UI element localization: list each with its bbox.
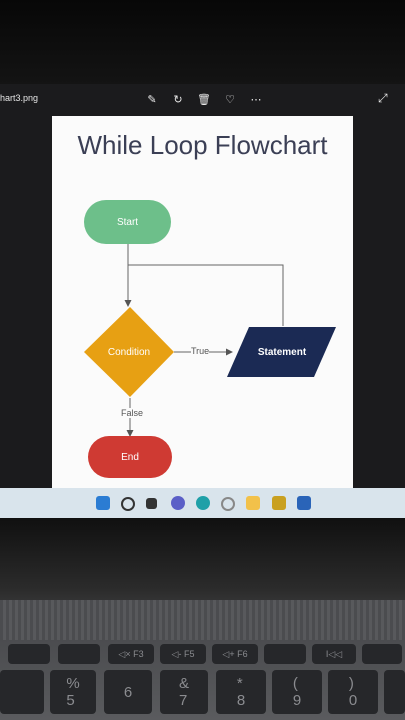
condition-node: Condition — [107, 346, 151, 358]
favorite-icon[interactable]: ♡ — [225, 93, 235, 106]
more-icon[interactable]: ⋯ — [250, 93, 262, 106]
search-icon[interactable] — [121, 497, 135, 511]
key-fn: I◁◁ — [312, 644, 356, 664]
rotate-icon[interactable]: ↻ — [173, 93, 183, 106]
false-label: False — [121, 408, 144, 418]
store-icon[interactable] — [272, 496, 286, 510]
windows-icon[interactable] — [96, 496, 110, 510]
start-node: Start — [116, 216, 139, 228]
condition-node-shape — [84, 307, 174, 397]
edge-loop-back — [128, 264, 284, 326]
delete-icon[interactable]: 🗑 — [197, 93, 211, 106]
key-number — [384, 670, 405, 714]
flowchart-title: While Loop Flowchart — [77, 130, 328, 160]
true-label: True — [191, 346, 210, 356]
key-fn — [264, 644, 306, 664]
image-canvas: While Loop Flowchart Start Condition Sta… — [52, 116, 353, 488]
key-8: * 8 — [216, 670, 266, 714]
key-f5: ◁- F5 — [160, 644, 206, 664]
end-node: End — [121, 451, 139, 463]
key-f3: ◁× F3 — [108, 644, 154, 664]
end-node-shape — [88, 436, 172, 478]
task-view-icon[interactable] — [146, 498, 157, 509]
edge-icon[interactable] — [196, 496, 210, 510]
photos-icon[interactable] — [297, 496, 311, 510]
file-name: hart3.png — [0, 93, 39, 103]
key-5: % 5 — [50, 670, 96, 714]
key-fn — [58, 644, 100, 664]
key-fn — [8, 644, 50, 664]
statement-node-shape — [227, 327, 336, 377]
key-number — [0, 670, 44, 714]
key-0: ) 0 — [328, 670, 378, 714]
file-explorer-icon[interactable] — [246, 496, 260, 510]
expand-icon[interactable]: ⤢ — [378, 91, 388, 105]
laptop-bezel — [0, 0, 405, 86]
key-f6: ◁+ F6 — [212, 644, 258, 664]
key-9: ( 9 — [272, 670, 322, 714]
key-7: & 7 — [160, 670, 208, 714]
flowchart-connectors — [84, 200, 336, 478]
viewer-toolbar: ✎ ↻ 🗑 ♡ ⋯ — [145, 92, 263, 106]
start-node-shape — [84, 200, 171, 244]
speaker-grille — [0, 600, 405, 640]
chat-icon[interactable] — [171, 496, 185, 510]
statement-node: Statement — [257, 346, 307, 358]
key-fn — [362, 644, 402, 664]
settings-icon[interactable] — [221, 497, 235, 511]
key-6: 6 — [104, 670, 152, 714]
edit-icon[interactable]: ✎ — [147, 93, 157, 106]
